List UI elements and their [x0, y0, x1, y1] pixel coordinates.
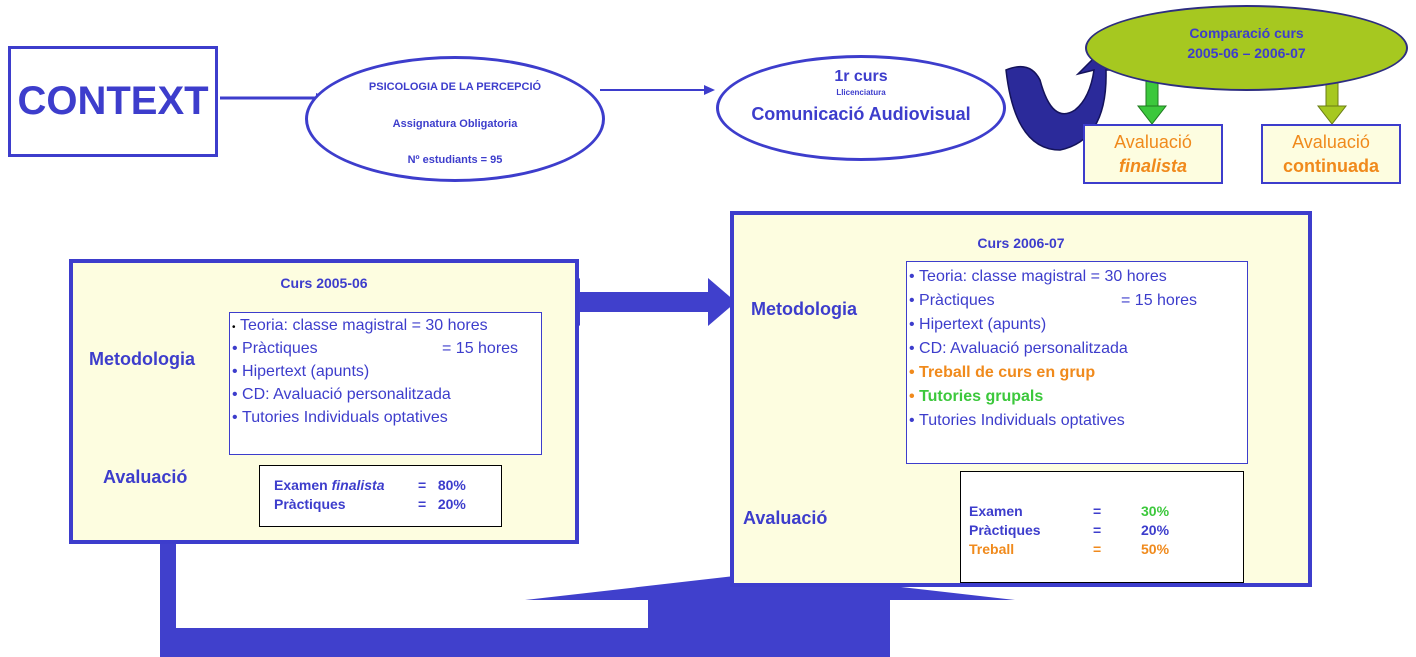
olive-down-arrow-head: [1316, 105, 1348, 125]
list-item: • CD: Avaluació personalitzada: [232, 386, 451, 403]
practiques-hours: = 15 hores: [1121, 292, 1198, 309]
course-degree-level: Llicenciatura: [836, 88, 886, 97]
method-text: Teoria: classe magistral = 30 hores: [239, 317, 488, 334]
practiques-hours: = 15 hores: [442, 340, 519, 357]
practiques-eq: =: [1093, 522, 1102, 538]
course-2005-methods-box: • Teoria: classe magistral = 30 hores • …: [229, 312, 542, 455]
list-item: • Hipertext (apunts): [232, 363, 370, 380]
course-2006-methods-box: • Teoria: classe magistral = 30 hores • …: [906, 261, 1248, 464]
exam-value: = 80%: [418, 477, 466, 493]
exam-kind: finalista: [331, 477, 385, 493]
comparison-line2: 2005-06 – 2006-07: [1187, 45, 1306, 61]
treball-pct: 50%: [1141, 541, 1170, 557]
course-oval: 1r curs Llicenciatura Comunicació Audiov…: [716, 55, 1006, 161]
method-text: CD: Avaluació personalitzada: [919, 340, 1128, 357]
eval-finalista-line2: finalista: [1118, 156, 1188, 176]
context-label: CONTEXT: [17, 79, 209, 123]
list-item: • Tutories Individuals optatives: [232, 409, 448, 426]
comparison-oval: Comparació curs 2005-06 – 2006-07: [1085, 5, 1408, 91]
list-item: • CD: Avaluació personalitzada: [909, 340, 1128, 357]
subject-type: Assignatura Obligatoria: [392, 118, 518, 130]
list-item: • Tutories Individuals optatives: [909, 412, 1125, 429]
eval-continuada-line1: Avaluació: [1292, 132, 1370, 152]
subject-students: Nº estudiants = 95: [407, 154, 503, 166]
course-2005-evaluation-label: Avaluació: [103, 467, 188, 487]
list-item: • Hipertext (apunts): [909, 316, 1047, 333]
exam-label: Examen: [969, 503, 1023, 519]
course-year: 1r curs: [834, 68, 888, 85]
method-text: Pràctiques: [242, 340, 318, 357]
eval-finalista-box: Avaluació finalista: [1083, 124, 1223, 184]
list-item: • Pràctiques: [232, 340, 318, 357]
method-text: Tutories grupals: [919, 388, 1044, 405]
course-2005-panel: Curs 2005-06 Metodologia Avaluació • Teo…: [69, 259, 579, 544]
method-text: Tutories Individuals optatives: [242, 409, 448, 426]
eval-continuada-line2: continuada: [1282, 156, 1379, 176]
practiques-pct: 20%: [1141, 522, 1170, 538]
comparison-line1: Comparació curs: [1189, 25, 1304, 41]
practiques-label: Pràctiques: [969, 522, 1041, 538]
treball-label: Treball: [969, 541, 1015, 557]
eval-continuada-box: Avaluació continuada: [1261, 124, 1401, 184]
double-arrow-icon: [552, 278, 736, 326]
treball-eq: =: [1093, 541, 1102, 557]
exam-row: Examen finalista: [274, 477, 385, 493]
list-item: • Treball de curs en grup: [909, 364, 1096, 381]
course-2005-eval-box: Examen finalista = 80% Pràctiques = 20%: [259, 465, 502, 527]
list-item: • Pràctiques: [909, 292, 995, 309]
course-2005-title: Curs 2005-06: [280, 275, 368, 291]
exam-label: Examen: [274, 477, 328, 493]
course-2006-evaluation-label: Avaluació: [743, 508, 828, 528]
method-text: Treball de curs en grup: [919, 364, 1096, 381]
course-2006-panel: Curs 2006-07 Metodologia Avaluació • Teo…: [730, 211, 1312, 587]
method-text: CD: Avaluació personalitzada: [242, 386, 451, 403]
method-text: Teoria: classe magistral = 30 hores: [919, 268, 1167, 285]
method-text: Hipertext (apunts): [919, 316, 1047, 333]
course-2006-title: Curs 2006-07: [977, 235, 1065, 251]
list-item: • Teoria: classe magistral = 30 hores: [232, 317, 488, 334]
exam-eq: =: [1093, 503, 1102, 519]
subject-name: PSICOLOGIA DE LA PERCEPCIÓ: [368, 81, 542, 93]
list-item: • Teoria: classe magistral = 30 hores: [909, 268, 1167, 285]
method-text: Hipertext (apunts): [242, 363, 370, 380]
context-box: CONTEXT: [8, 46, 218, 157]
subject-oval: PSICOLOGIA DE LA PERCEPCIÓ Assignatura O…: [305, 56, 605, 182]
list-item: • Tutories grupals: [909, 388, 1044, 405]
practiques-value: = 20%: [418, 496, 466, 512]
method-text: Tutories Individuals optatives: [919, 412, 1125, 429]
exam-pct: 30%: [1141, 503, 1170, 519]
green-down-arrow-shaft: [1145, 79, 1159, 109]
practiques-label: Pràctiques: [274, 496, 346, 512]
course-degree: Comunicació Audiovisual: [751, 104, 971, 124]
method-text: Pràctiques: [919, 292, 995, 309]
green-down-arrow-head: [1136, 105, 1168, 125]
feedback-arrow-stem: [648, 600, 890, 657]
course-2005-methodology-label: Metodologia: [89, 349, 195, 369]
course-2006-eval-box: Examen = 30% Pràctiques = 20% Treball = …: [960, 471, 1244, 583]
subject-to-course-arrowhead: [704, 85, 715, 95]
course-2006-methodology-label: Metodologia: [751, 299, 857, 319]
eval-finalista-line1: Avaluació: [1114, 132, 1192, 152]
